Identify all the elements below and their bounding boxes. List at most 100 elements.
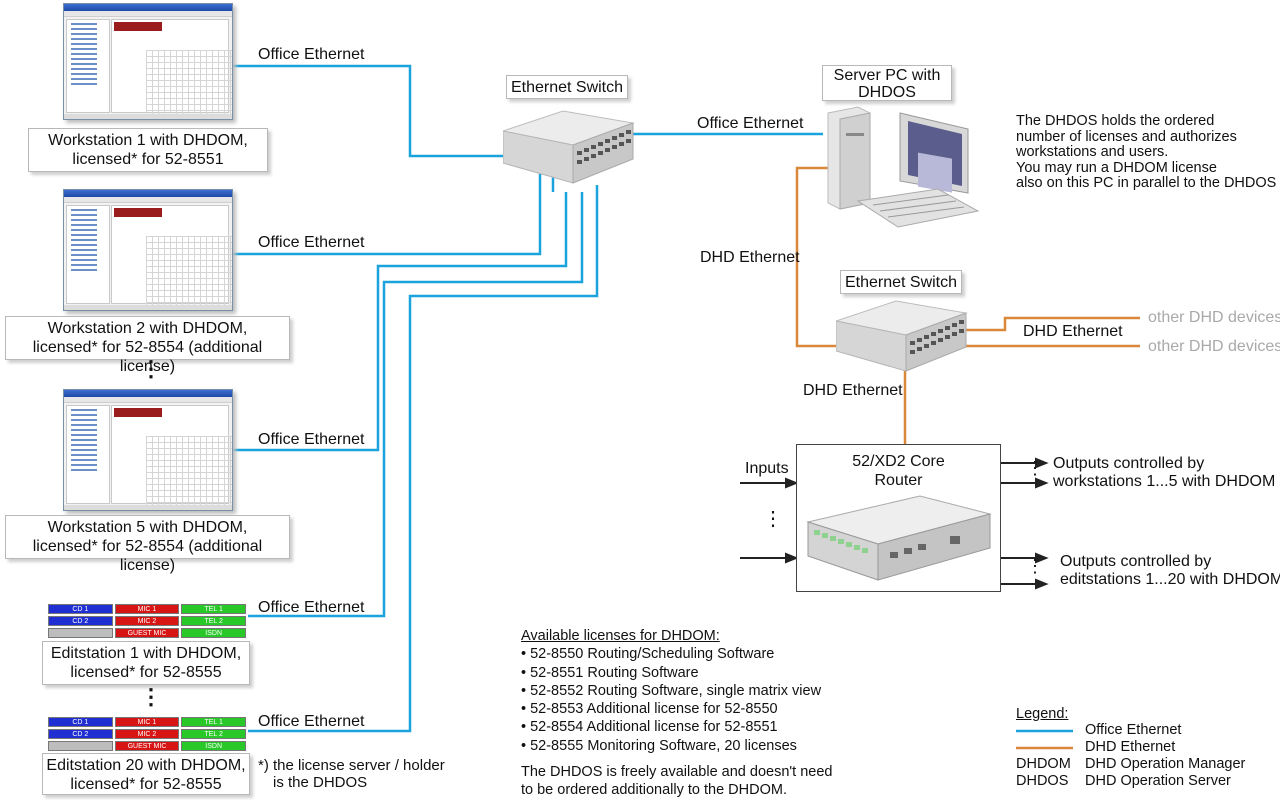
workstation-1-label: Workstation 1 with DHDOM, licensed* for … (28, 128, 268, 172)
legend-abbr-dhdos: DHDOS (1016, 773, 1069, 789)
label-line: Workstation 5 with DHDOM, (47, 519, 248, 536)
label-line: Outputs controlled by (1053, 455, 1205, 472)
link-label-ws1: Office Ethernet (258, 46, 365, 63)
link-label-ws5: Office Ethernet (258, 431, 365, 448)
legend-title: Legend: (1016, 706, 1069, 722)
label-line: licensed* for 52-8554 (additional licens… (32, 538, 263, 574)
workstation-2-screenshot (63, 189, 233, 311)
license-item: • 52-8551 Routing Software (521, 664, 699, 681)
footnote: *) the license server / holder is the DH… (258, 757, 445, 791)
panel-button: GUEST MIC (114, 741, 180, 751)
panel-button: CD 2 (48, 616, 113, 626)
workstation-1-screenshot (63, 3, 233, 120)
license-item: • 52-8554 Additional license for 52-8551 (521, 719, 778, 736)
dhd-label-router: DHD Ethernet (803, 382, 903, 399)
ellipsis-workstations: ⋮ (140, 356, 162, 381)
licenses-block: Available licenses for DHDOM: • 52-8550 … (521, 627, 832, 800)
router-device-icon (806, 495, 992, 581)
editstation-1-label: Editstation 1 with DHDOM, licensed* for … (42, 641, 250, 685)
ellipsis-inputs: ⋮ (763, 508, 783, 530)
switch-2-label: Ethernet Switch (840, 270, 962, 294)
label-line: Workstation 1 with DHDOM, (48, 132, 248, 149)
server-note: The DHDOS holds the ordered number of li… (1016, 113, 1277, 192)
license-item: • 52-8550 Routing/Scheduling Software (521, 646, 775, 663)
note-line: number of licenses and authorizes (1016, 128, 1237, 145)
workstation-2-label: Workstation 2 with DHDOM, licensed* for … (5, 316, 290, 375)
legend-def-dhdos: DHD Operation Server (1085, 773, 1231, 789)
panel-button: CD 1 (48, 717, 113, 727)
wire-ws5 (233, 192, 568, 452)
panel-button: TEL 1 (181, 604, 246, 614)
editstation-20-label: Editstation 20 with DHDOM, licensed* for… (42, 753, 250, 795)
label-line: Workstation 2 with DHDOM, (47, 320, 248, 337)
panel-button: CD 1 (48, 604, 113, 614)
licenses-note: The DHDOS is freely available and doesn'… (521, 764, 833, 781)
footnote-line: is the DHDOS (273, 774, 368, 791)
note-line: The DHDOS holds the ordered (1016, 113, 1215, 129)
switch-1-label: Ethernet Switch (506, 75, 628, 99)
wire-dhd-devices-1 (965, 316, 1140, 332)
license-item: • 52-8552 Routing Software, single matri… (521, 682, 822, 699)
panel-button: ISDN (181, 741, 246, 751)
ellipsis-editstations: ⋮ (140, 684, 162, 709)
link-label-server: Office Ethernet (697, 115, 804, 132)
other-devices-2: other DHD devices (1148, 338, 1280, 355)
legend-dhd: DHD Ethernet (1085, 739, 1176, 755)
panel-button: ISDN (181, 628, 246, 638)
wire-ws1 (233, 64, 515, 158)
server-pc-icon (827, 106, 980, 228)
label-line: licensed* for 52-8555 (70, 776, 222, 793)
label-line: Router (874, 472, 923, 489)
note-line: You may run a DHDOM license (1016, 159, 1217, 176)
label-line: 52/XD2 Core (852, 453, 945, 470)
dhd-label-server: DHD Ethernet (700, 249, 800, 266)
panel-button (48, 741, 113, 751)
label-line: Editstation 1 with DHDOM, (50, 645, 242, 662)
label-line: DHDOS (858, 84, 916, 101)
panel-button: GUEST MIC (114, 628, 180, 638)
ethernet-switch-1-icon (503, 110, 635, 184)
label-line: workstations 1...5 with DHDOM (1053, 473, 1276, 490)
server-label: Server PC with DHDOS (822, 65, 952, 101)
panel-button: TEL 1 (181, 717, 246, 727)
outputs-2-label: Outputs controlled by editstations 1...2… (1060, 553, 1280, 589)
label-line: editstations 1...20 with DHDOM (1060, 571, 1280, 588)
other-devices-1: other DHD devices (1148, 309, 1280, 326)
legend-def-dhdom: DHD Operation Manager (1085, 756, 1246, 772)
router-label: 52/XD2 Core Router (796, 452, 1001, 490)
footnote-line: *) the license server / holder (258, 757, 445, 774)
link-label-es20: Office Ethernet (258, 713, 365, 730)
ellipsis-outputs-1: ⋮ (1026, 458, 1044, 478)
note-line: also on this PC in parallel to the DHDOS (1016, 175, 1277, 191)
wire-es1 (247, 192, 584, 618)
license-item: • 52-8553 Additional license for 52-8550 (521, 701, 778, 718)
licenses-note: to be ordered additionally to the DHDOM. (521, 782, 787, 799)
panel-button: MIC 1 (114, 604, 180, 614)
label-line: licensed* for 52-8551 (72, 151, 224, 168)
link-label-es1: Office Ethernet (258, 599, 365, 616)
wire-es20 (247, 185, 599, 733)
router-inputs-label: Inputs (745, 460, 789, 477)
ellipsis-outputs-2: ⋮ (1026, 556, 1044, 576)
editstation-20-panel: CD 1 MIC 1 TEL 1 CD 2 MIC 2 TEL 2 GUEST … (46, 715, 248, 753)
panel-button: CD 2 (48, 729, 113, 739)
label-line: Server PC with (833, 67, 941, 84)
licenses-title: Available licenses for DHDOM: (521, 628, 720, 644)
panel-button (48, 628, 113, 638)
label-line: licensed* for 52-8554 (additional licens… (32, 339, 263, 375)
label-line: Outputs controlled by (1060, 553, 1212, 570)
workstation-5-screenshot (63, 389, 233, 511)
editstation-1-panel: CD 1 MIC 1 TEL 1 CD 2 MIC 2 TEL 2 GUEST … (46, 602, 248, 640)
ethernet-switch-2-icon (836, 300, 968, 372)
panel-button: MIC 2 (114, 729, 180, 739)
link-label-ws2: Office Ethernet (258, 234, 365, 251)
workstation-5-label: Workstation 5 with DHDOM, licensed* for … (5, 515, 290, 574)
label-line: Editstation 20 with DHDOM, (46, 757, 246, 774)
note-line: workstations and users. (1016, 144, 1169, 160)
panel-button: MIC 1 (114, 717, 180, 727)
license-item: • 52-8555 Monitoring Software, 20 licens… (521, 737, 797, 754)
panel-button: MIC 2 (114, 616, 180, 626)
legend-abbr-dhdom: DHDOM (1016, 756, 1071, 772)
label-line: licensed* for 52-8555 (70, 664, 222, 681)
